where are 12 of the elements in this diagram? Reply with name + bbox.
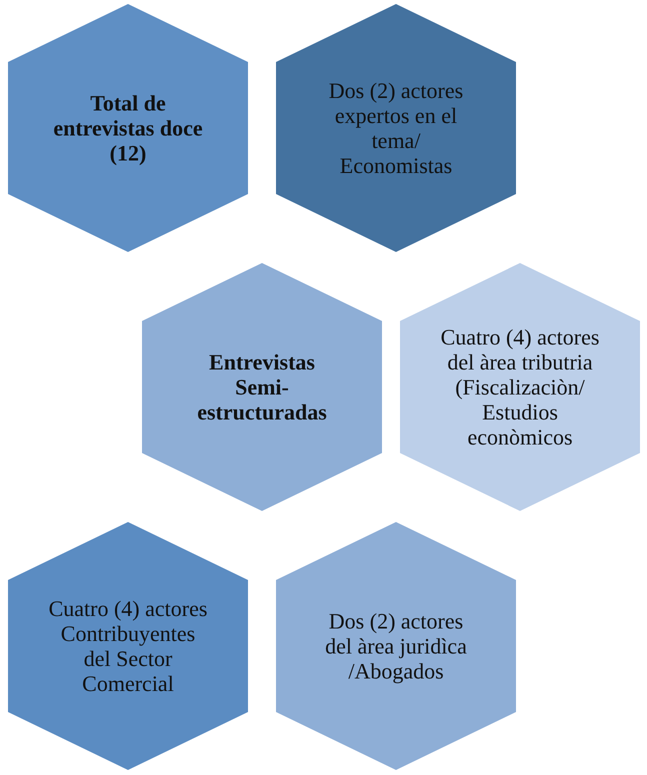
hexagon [276, 522, 516, 770]
hexagon-label: Cuatro (4) actores Contribuyentes del Sector Comercial [48, 596, 208, 696]
hexagon [8, 4, 248, 252]
hexagon [276, 4, 516, 252]
hexagon-label: Dos (2) actores expertos en el tema/ Economistas [328, 78, 464, 178]
hexagon-label: Total de entrevistas doce (12) [52, 90, 204, 166]
hexagon-label: Cuatro (4) actores del àrea tributria (Fiscalizaciòn/ Estudios econòmicos [440, 324, 600, 450]
hexagon [400, 263, 640, 511]
hexagon-label: Entrevistas Semi-estructuradas [196, 350, 328, 424]
hexagon [142, 263, 382, 511]
hexagon-label: Dos (2) actores del àrea juridìca /Abogados [324, 608, 468, 684]
hexagon [8, 522, 248, 770]
